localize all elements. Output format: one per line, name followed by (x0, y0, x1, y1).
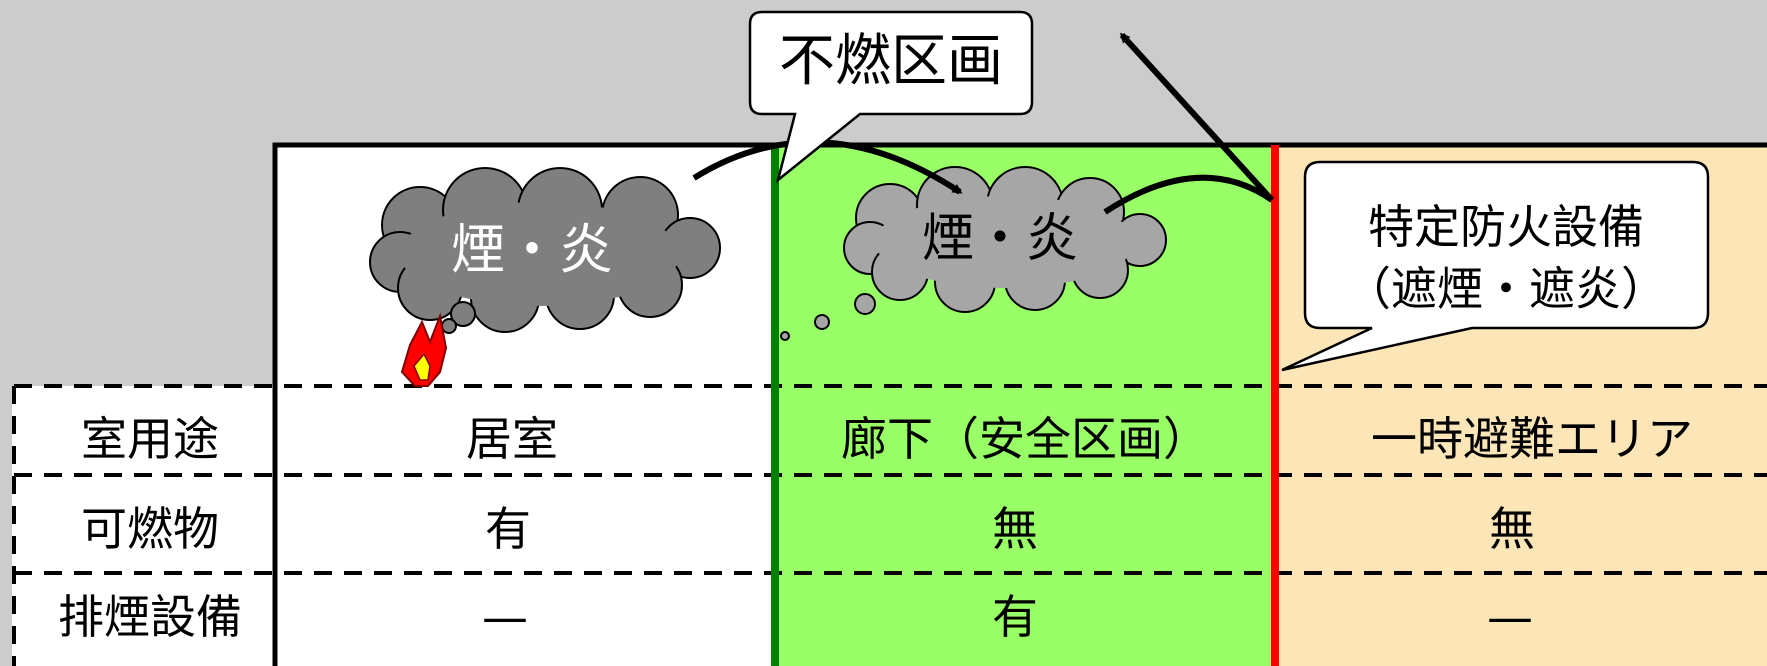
building-outline (272, 142, 1767, 666)
callout-right-line1: 特定防火設備 (1368, 200, 1644, 254)
cloud-left-label: 煙・炎 (451, 218, 613, 281)
spread-arrow-right (1103, 174, 1274, 215)
cell-corridor-usage: 廊下（安全区画） (841, 412, 1209, 466)
callout-right-line2: （遮煙・遮炎） (1345, 262, 1667, 316)
smoke-cloud-middle (780, 166, 1167, 341)
row-header-combustible: 可燃物 (81, 502, 219, 556)
flame-icon (400, 312, 448, 387)
cell-room-smoke-exhaust: — (482, 590, 528, 644)
cell-room-usage: 居室 (466, 412, 558, 466)
smoke-cloud-left (369, 167, 721, 334)
row-header-usage: 室用途 (81, 412, 219, 466)
cell-refuge-smoke-exhaust: — (1487, 590, 1533, 644)
escape-arrow (1119, 32, 1275, 203)
cell-refuge-combustible: 無 (1489, 502, 1535, 556)
cloud-middle-label: 煙・炎 (922, 209, 1078, 269)
header-cell-bg (12, 386, 275, 666)
cell-corridor-smoke-exhaust: 有 (992, 590, 1038, 644)
row-header-smoke-exhaust: 排煙設備 (58, 590, 242, 644)
cell-corridor-combustible: 無 (992, 502, 1038, 556)
callout-top-text: 不燃区画 (779, 29, 1003, 94)
table-gridlines (12, 384, 1767, 666)
callout-top-box (748, 10, 1034, 184)
callout-right-box (1281, 160, 1710, 372)
cell-refuge-usage: 一時避難エリア (1371, 412, 1693, 466)
cell-room-combustible: 有 (485, 502, 531, 556)
